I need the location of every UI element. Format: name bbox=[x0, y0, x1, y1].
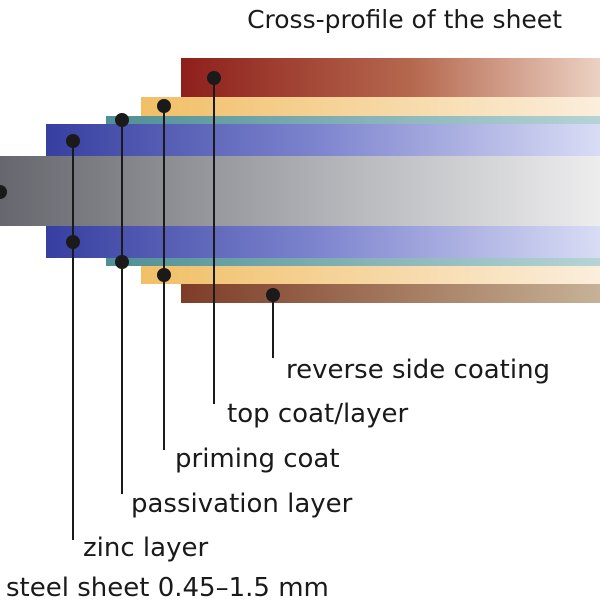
marker-dot-reverse-side bbox=[266, 288, 280, 302]
marker-dot-steel bbox=[0, 185, 7, 199]
marker-dot-passivation-top bbox=[115, 113, 129, 127]
label-zinc-layer: zinc layer bbox=[83, 533, 208, 563]
label-top-coat: top coat/layer bbox=[227, 399, 408, 429]
marker-dot-zinc-bottom bbox=[66, 235, 80, 249]
steel-sheet-core bbox=[0, 156, 600, 226]
label-passivation-layer: passivation layer bbox=[131, 489, 353, 519]
passivation-layer-bottom bbox=[106, 258, 600, 266]
zinc-layer-bottom bbox=[46, 226, 600, 258]
marker-dot-top-coat bbox=[207, 71, 221, 85]
priming-coat-layer-bottom bbox=[141, 266, 600, 284]
diagram-title: Cross-profile of the sheet bbox=[247, 5, 562, 34]
marker-dot-priming-bottom bbox=[157, 268, 171, 282]
zinc-layer-top bbox=[46, 124, 600, 156]
top-coat-layer bbox=[181, 58, 600, 97]
marker-dot-passivation-bottom bbox=[115, 255, 129, 269]
priming-coat-layer-top bbox=[141, 97, 600, 116]
marker-dot-zinc-top bbox=[66, 134, 80, 148]
label-priming-coat: priming coat bbox=[175, 444, 340, 474]
passivation-layer-top bbox=[106, 116, 600, 124]
label-steel-sheet: steel sheet 0.45–1.5 mm bbox=[6, 573, 329, 600]
reverse-side-coating-layer bbox=[181, 284, 600, 303]
marker-dot-priming-top bbox=[157, 99, 171, 113]
label-reverse-side-coating: reverse side coating bbox=[286, 355, 550, 385]
